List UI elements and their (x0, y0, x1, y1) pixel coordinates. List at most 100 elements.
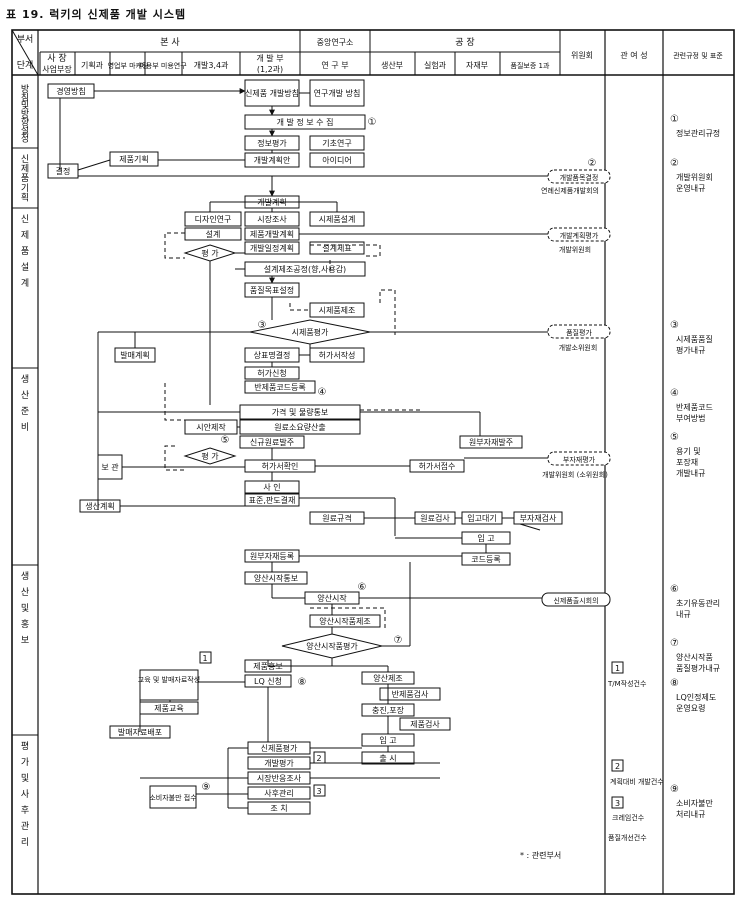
label-aidieo: 아이디어 (322, 155, 351, 165)
standard-1: ① (670, 114, 679, 125)
loop-seolgye (310, 244, 381, 257)
standard-label-line: 내규 (676, 610, 691, 619)
stage-label-char: 준 (21, 406, 29, 417)
marker-5: ⑤ (221, 435, 230, 446)
loop-pumjil (379, 289, 396, 335)
stage-label-char: 침 (21, 92, 29, 103)
standard-label-line: 초기유동관리 (676, 598, 720, 608)
header-gongjang: 공 장 (455, 37, 474, 48)
committee-c3-sub: 개발소위원회 (559, 343, 598, 352)
loop-design (164, 232, 185, 259)
marker-2: ② (588, 158, 597, 169)
involvement-1: 1 (615, 664, 620, 673)
label-bo: 보 관 (101, 462, 119, 472)
committee-c4-label: 부자재평가 (563, 455, 596, 464)
marker-3: ③ (258, 320, 267, 331)
stage-label-char: 홍 (21, 618, 29, 630)
marker-8: ⑧ (298, 677, 307, 688)
standard-label-line: 포장재 (676, 457, 698, 467)
box-yangsan-tongbo (244, 571, 308, 585)
stage-label-char: 방 (21, 84, 29, 95)
stage-label-char: 방 (21, 109, 29, 120)
stage-label-char: 품 (21, 173, 29, 184)
stage-label-char: 신 (21, 154, 29, 165)
marker-n2: 2 (316, 754, 321, 763)
stage-label-char: 획 (21, 191, 29, 203)
label-chungjeon: 충진,포장 (372, 705, 405, 715)
box-gyeoljeong (47, 163, 79, 179)
stage-label-char: 정 (21, 134, 29, 145)
label-gyeongyeong: 경영방침 (56, 86, 85, 96)
box-jeongbo (244, 114, 366, 130)
label-pyeongga-2: 평 가 (201, 451, 219, 461)
label-yangsan-pyeongga: 양산시작품평가 (306, 641, 358, 651)
box-gichoyeongu (309, 135, 365, 151)
stage-label-char: 설 (21, 262, 29, 273)
stage-label-char: 비 (21, 422, 29, 433)
label-yangsan-sijak: 양산시작 (317, 593, 347, 603)
label-jepum-hongbo: 제품홍보 (253, 661, 282, 671)
label-gaebalgyehoek: 개발계획 (257, 197, 286, 207)
standard-label-line: 평가내규 (676, 345, 705, 355)
box-jepum-gihoek (109, 151, 159, 167)
stage-label-char: 후 (21, 805, 29, 816)
label-sain: 사 인 (263, 482, 280, 492)
standard-label-line: 정보관리규정 (676, 128, 720, 138)
stage-label-char: 품 (21, 246, 29, 257)
label-balmae-hoebo: 발매자료배포 (118, 727, 162, 737)
stage-label-char: 기 (21, 183, 29, 194)
standard-3: ③ (670, 320, 679, 331)
page-title: 표 19. 럭키의 신제품 개발 시스템 (6, 8, 187, 21)
stage-label-char: 생 (21, 571, 29, 582)
label-gaebal-pyeongga: 개발평가 (264, 758, 294, 768)
marker-7: ⑦ (394, 635, 403, 646)
stage-label-char: 산 (21, 390, 29, 401)
standard-label-line: 양산시작품 (676, 652, 713, 662)
committee-c4-sub: 개발위원회 (소위원회) (542, 470, 608, 479)
header-jajaebu: 자재부 (466, 61, 488, 70)
label-heoga-jakseong: 허가서작성 (319, 350, 356, 360)
label-sijang: 시장조사 (257, 214, 287, 224)
label-lq: LQ 신청 (254, 677, 282, 686)
header-sajang: 사 장 (47, 53, 66, 64)
header-jungang-sub: 연 구 부 (321, 61, 348, 70)
box-gyoyuk (139, 669, 199, 701)
committee-c2 (547, 227, 611, 242)
label-wollyo: 원료소요량산출 (274, 422, 326, 432)
box-ilsang (244, 241, 300, 255)
label-yangsan-jejo: 양산시작품제조 (319, 616, 371, 626)
loop-sian (164, 383, 185, 421)
label-dijain: 디자인연구 (195, 214, 232, 224)
label-bogwan: 발매계획 (120, 350, 149, 360)
box-sahu (247, 786, 311, 800)
box-seolgye (184, 227, 242, 241)
box-wonbujae (459, 435, 523, 449)
marker-4: ④ (318, 387, 327, 398)
label-jepum-gyoyuk: 제품교육 (154, 704, 183, 713)
label-jeongbo-pyeongga: 정보평가 (257, 138, 287, 148)
stage-label-char: 설 (21, 125, 29, 136)
stage-label-char: 평 (21, 741, 29, 752)
header-dangye: 단계 (17, 59, 34, 71)
standard-4: ④ (670, 388, 679, 399)
marker-1: ① (368, 117, 377, 128)
label-saengsan-gyehoek: 생산계획 (85, 501, 114, 511)
box-dijain (184, 211, 242, 227)
stage-label-char: 생 (21, 374, 29, 385)
stage-label-char: 산 (21, 587, 29, 598)
decision-pyeongga-2 (183, 447, 237, 465)
label-yangsan-tongbo: 양산시작통보 (254, 573, 298, 583)
header-uiwonhoe: 위원회 (571, 51, 593, 60)
label-singaebal: 신제품 개발방침 (245, 88, 299, 98)
stage-label-char: 리 (21, 837, 29, 848)
committee-c1-sub: 연례신제품개발회의 (541, 186, 599, 195)
label-jepum-gihoek: 제품기획 (119, 154, 148, 164)
label-jepum-gaebal: 제품개발계획 (250, 229, 294, 239)
header-saengsanbu: 생산부 (381, 60, 403, 70)
box-seolgyejeopyo (309, 241, 365, 255)
label-gyoyuk: 교육 및 발매자료작성 (138, 675, 200, 684)
header-gaebalbu: 개 발 부 (256, 53, 283, 63)
